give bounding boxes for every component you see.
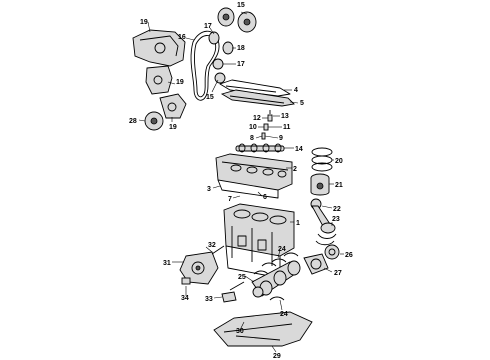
callout-21: 21 [335, 182, 343, 189]
callout-6: 6 [263, 194, 267, 201]
callout-3: 3 [207, 186, 211, 193]
callout-15-top: 15 [237, 2, 245, 9]
callout-5: 5 [300, 100, 304, 107]
main-bearings [253, 252, 299, 275]
callout-11: 11 [283, 124, 291, 131]
valve-springs [261, 110, 273, 140]
callout-34: 34 [181, 295, 189, 302]
leader-lines [138, 11, 344, 353]
callout-13: 13 [281, 113, 289, 120]
callout-30: 30 [236, 328, 244, 335]
piston [310, 173, 330, 196]
callout-32: 32 [208, 242, 216, 249]
cylinder-head [215, 153, 293, 199]
connecting-rod [310, 198, 337, 246]
callout-25: 25 [238, 274, 246, 281]
callout-20: 20 [335, 158, 343, 165]
callout-26: 26 [345, 252, 353, 259]
callout-24-lower: 24 [280, 311, 288, 318]
timing-cover [132, 29, 186, 67]
callout-labels: 15 19 16 17 18 17 19 15 4 5 28 19 12 13 … [129, 2, 353, 360]
valve-cover-gasket [219, 79, 291, 97]
callout-4: 4 [294, 87, 298, 94]
thrust-bearing [269, 296, 285, 301]
callout-23: 23 [332, 216, 340, 223]
callout-33: 33 [205, 296, 213, 303]
callout-22: 22 [333, 206, 341, 213]
camshaft [235, 143, 285, 153]
piston-rings [311, 147, 333, 172]
callout-12: 12 [253, 115, 261, 122]
oil-pickup [221, 281, 245, 303]
oil-pump [179, 245, 225, 285]
callout-24-upper: 24 [278, 246, 286, 253]
callout-31: 31 [163, 260, 171, 267]
callout-8: 8 [250, 135, 254, 142]
callout-18: 18 [237, 45, 245, 52]
callout-19-mid: 19 [176, 79, 184, 86]
callout-28: 28 [129, 118, 137, 125]
crank-cover [159, 93, 187, 119]
callout-7: 7 [228, 196, 232, 203]
crankshaft [251, 260, 301, 298]
callout-17-upper: 17 [204, 23, 212, 30]
callout-16: 16 [178, 34, 186, 41]
lower-timing-cover [145, 65, 173, 95]
callout-2: 2 [293, 166, 297, 173]
callout-29: 29 [273, 353, 281, 360]
rear-main-seal [324, 244, 340, 260]
engine-block [223, 203, 295, 279]
callout-27: 27 [334, 270, 342, 277]
callout-19-lower: 19 [169, 124, 177, 131]
callout-17-lower: 17 [237, 61, 245, 68]
callout-9: 9 [279, 135, 283, 142]
cam-sprocket [217, 7, 257, 33]
callout-14: 14 [295, 146, 303, 153]
callout-10: 10 [249, 124, 257, 131]
callout-15-lower: 15 [206, 94, 214, 101]
callout-19-top: 19 [140, 19, 148, 26]
callout-1: 1 [296, 220, 300, 227]
crank-pulley [144, 111, 164, 131]
valve-cover [220, 89, 295, 107]
oil-pan [213, 311, 313, 347]
seal-retainer [303, 253, 329, 275]
